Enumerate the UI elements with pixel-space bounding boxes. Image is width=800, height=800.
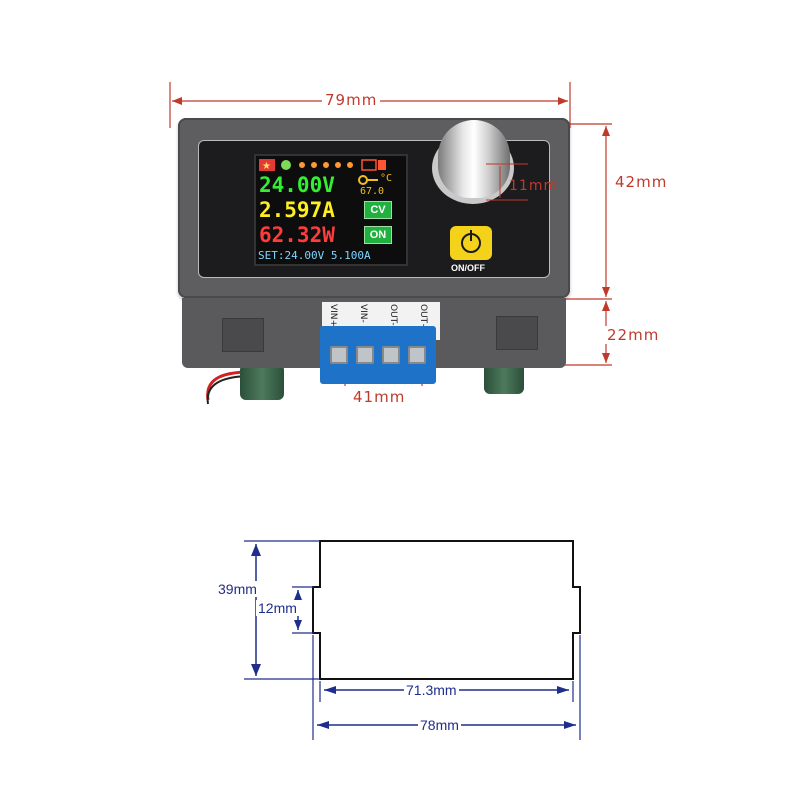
pin-label-out-plus: OUT+ [418,304,428,331]
knob-dimension-lines [486,163,528,201]
adjust-knob[interactable] [438,120,510,198]
temp-readout: 67.0 [360,186,385,197]
temp-unit: °C [380,173,393,184]
cutout-inner-width-label: 71.3mm [404,682,459,698]
power-button[interactable] [450,226,492,260]
power-readout: 62.32W [259,223,335,247]
screw-icon [408,346,426,364]
output-state-badge: ON [364,226,392,244]
mounting-clip-right [496,316,538,350]
cutout-diagram [244,540,581,740]
lcd-screen: ★ 24.00V 2.597A 62.32W °C 67.0 CV ON SET… [254,154,408,266]
pin-label-vin-plus: VIN+ [328,304,338,328]
mode-badge: CV [364,201,392,219]
voltage-readout: 24.00V [259,173,335,197]
status-icon-bar: ★ [259,159,386,172]
dimension-width: 79mm [322,91,381,109]
screw-icon [382,346,400,364]
pin-label-out-minus: OUT- [388,304,398,326]
capacitor-left [240,364,284,400]
key-icon [358,175,378,185]
dimension-knob: 11mm [509,178,559,194]
mounting-clip-left [222,318,264,352]
screw-icon [356,346,374,364]
power-button-label: ON/OFF [451,263,485,273]
cutout-outer-width-label: 78mm [418,717,461,733]
svg-text:★: ★ [262,161,271,172]
dimension-height: 42mm [612,173,671,191]
cutout-height-label: 39mm [216,581,259,597]
dimension-depth: 22mm [604,326,663,344]
set-line: SET:24.00V 5.100A [258,249,371,262]
pin-label-vin-minus: VIN- [358,304,368,323]
dimension-terminal: 41mm [350,388,409,406]
screw-icon [330,346,348,364]
screw-terminal-block [320,326,436,384]
cutout-notch-label: 12mm [256,600,299,616]
current-readout: 2.597A [259,198,335,222]
